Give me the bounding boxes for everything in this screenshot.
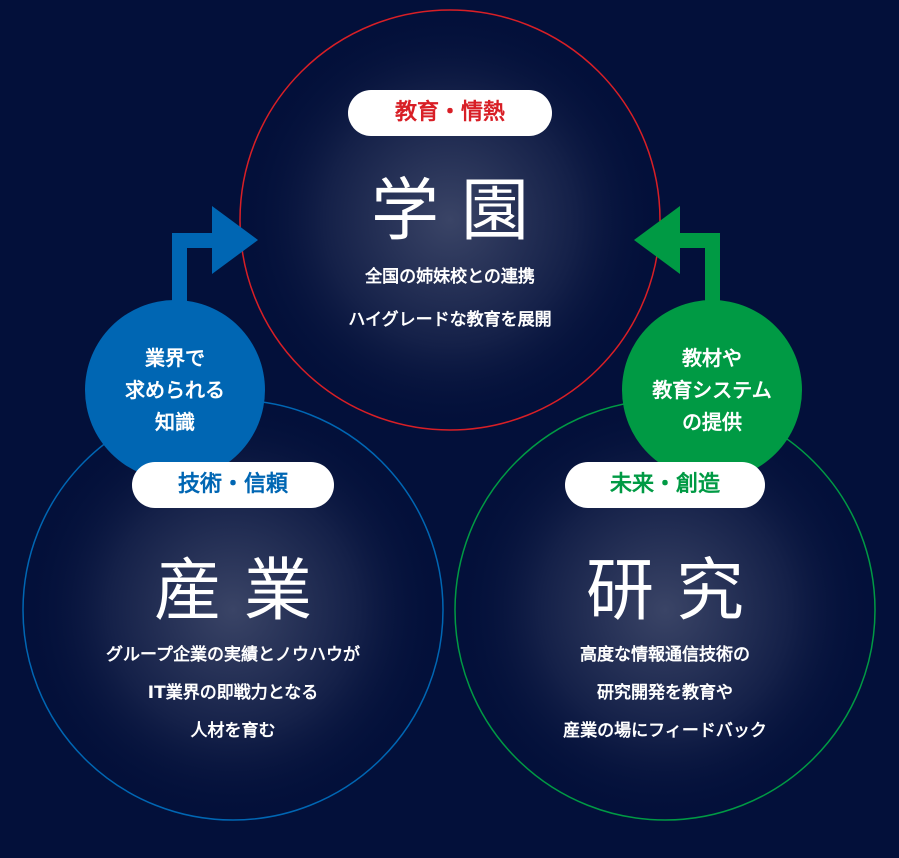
green-arrow-icon (634, 206, 720, 308)
gakuen-circle (239, 9, 661, 431)
kenkyu-badge: 未来・創造 (565, 462, 765, 508)
gakuen-badge: 教育・情熱 (348, 90, 552, 136)
gakuen-description: 全国の姉妹校との連携 ハイグレードな教育を展開 (348, 267, 552, 330)
sangyo-glow (23, 400, 443, 820)
left-connector-text: 業界で 求められる 知識 (125, 346, 225, 434)
blue-connector-circle (85, 300, 265, 480)
kenkyu-title: 研究 (585, 552, 766, 631)
kenkyu-glow (455, 400, 875, 820)
right-connector-text: 教材や 教育システム の提供 (652, 346, 772, 434)
sangyo-title: 産業 (153, 552, 334, 631)
sangyo-description: グループ企業の実績とノウハウが IT業界の即戦力となる 人材を育む (106, 645, 360, 741)
gakuen-title: 学園 (370, 172, 551, 251)
green-connector-circle (622, 300, 802, 480)
sangyo-badge: 技術・信頼 (132, 462, 334, 508)
gakuen-glow (240, 10, 660, 430)
blue-arrow-icon (172, 206, 258, 308)
kenkyu-description: 高度な情報通信技術の 研究開発を教育や 産業の場にフィードバック (563, 645, 767, 741)
